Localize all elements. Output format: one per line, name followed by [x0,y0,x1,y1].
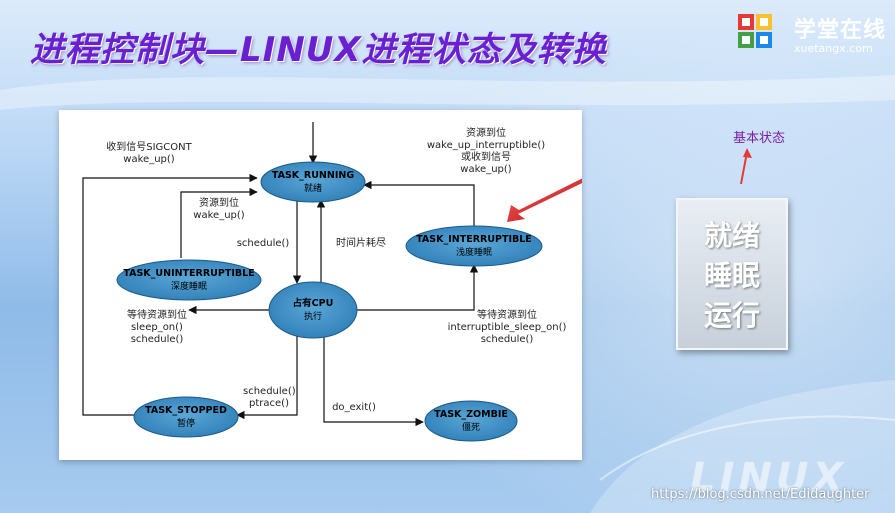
node-stopped-sub: 暂停 [176,419,195,429]
arrow-cpu-to-zombie [323,335,424,427]
label-timeslice: 时间片耗尽 [336,238,386,249]
state-diagram: TASK_RUNNING 就绪 TASK_INTERRUPTIBLE 浅度睡眠 … [59,110,582,460]
arrow-interruptible-to-running [363,180,475,228]
label-res-top-1: 资源到位 [466,128,506,139]
label-wait-right-1: 等待资源到位 [477,310,537,321]
node-running-sub: 就绪 [303,184,322,194]
arrow-uninterruptible-to-running [180,187,258,258]
label-schedule-mid: schedule() [236,238,290,249]
linux-watermark: LINUX [690,455,848,501]
node-running-title: TASK_RUNNING [271,170,355,181]
label-wait-right-3: schedule() [480,334,534,345]
node-running-shape [260,161,366,203]
node-interruptible-sub: 浅度睡眠 [455,248,492,258]
state-running: 运行 [703,299,760,332]
label-do-exit: do_exit() [332,402,376,413]
label-sched-ptrace-2: ptrace() [249,398,289,409]
label-res-left-1: 资源到位 [199,198,239,209]
diagram-graphics [82,122,582,442]
label-wakeup-stopped: wake_up() [123,154,175,165]
annotation-arrow-icon [740,148,752,185]
node-zombie-shape [424,400,518,442]
label-wait-left-2: sleep_on() [131,322,183,333]
logo-text: 学堂在线 [794,18,887,43]
node-uninterruptible-shape [116,259,262,301]
node-stopped-title: TASK_STOPPED [145,405,227,416]
arrow-cpu-to-stopped [236,335,298,420]
slide-title: 进程控制块—LINUX进程状态及转换 [30,30,607,70]
node-cpu-shape [268,281,358,339]
label-res-top-2: wake_up_interruptible() [426,140,546,151]
label-wait-left-3: schedule() [130,334,184,345]
node-zombie-sub: 僵死 [461,423,480,433]
arrow-cpu-to-interruptible [355,264,479,311]
node-zombie-title: TASK_ZOMBIE [434,409,508,420]
node-interruptible-shape [405,225,543,267]
node-interruptible-title: TASK_INTERRUPTIBLE [416,234,532,245]
node-uninterruptible-sub: 深度睡眠 [170,282,207,292]
label-wait-right-2: interruptible_sleep_on() [447,322,567,333]
label-res-left-2: wake_up() [193,210,245,221]
node-uninterruptible-title: TASK_UNINTERRUPTIBLE [123,268,255,279]
label-sigcont: 收到信号SIGCONT [106,142,192,153]
state-ready: 就绪 [703,219,760,252]
csdn-credit: https://blog.csdn.net/Edidaughter [651,487,870,502]
label-res-top-4: wake_up() [460,164,512,175]
logo-subtext: xuetangx.com [794,42,873,55]
node-stopped-shape [133,396,239,438]
red-pointer-arrow [507,178,582,222]
label-wait-left-1: 等待资源到位 [127,310,187,321]
basic-state-annotation: 基本状态 [733,131,786,146]
state-sleep: 睡眠 [703,259,760,292]
label-sched-ptrace-1: schedule() [243,386,296,397]
label-res-top-3: 或收到信号 [461,152,511,163]
arrow-stopped-to-running [82,173,258,416]
xuetangx-logo-icon [738,14,772,48]
node-cpu-sub: 执行 [303,312,322,322]
basic-state-box: 就绪 睡眠 运行 [676,198,788,350]
node-cpu-title: 占有CPU [292,298,334,309]
